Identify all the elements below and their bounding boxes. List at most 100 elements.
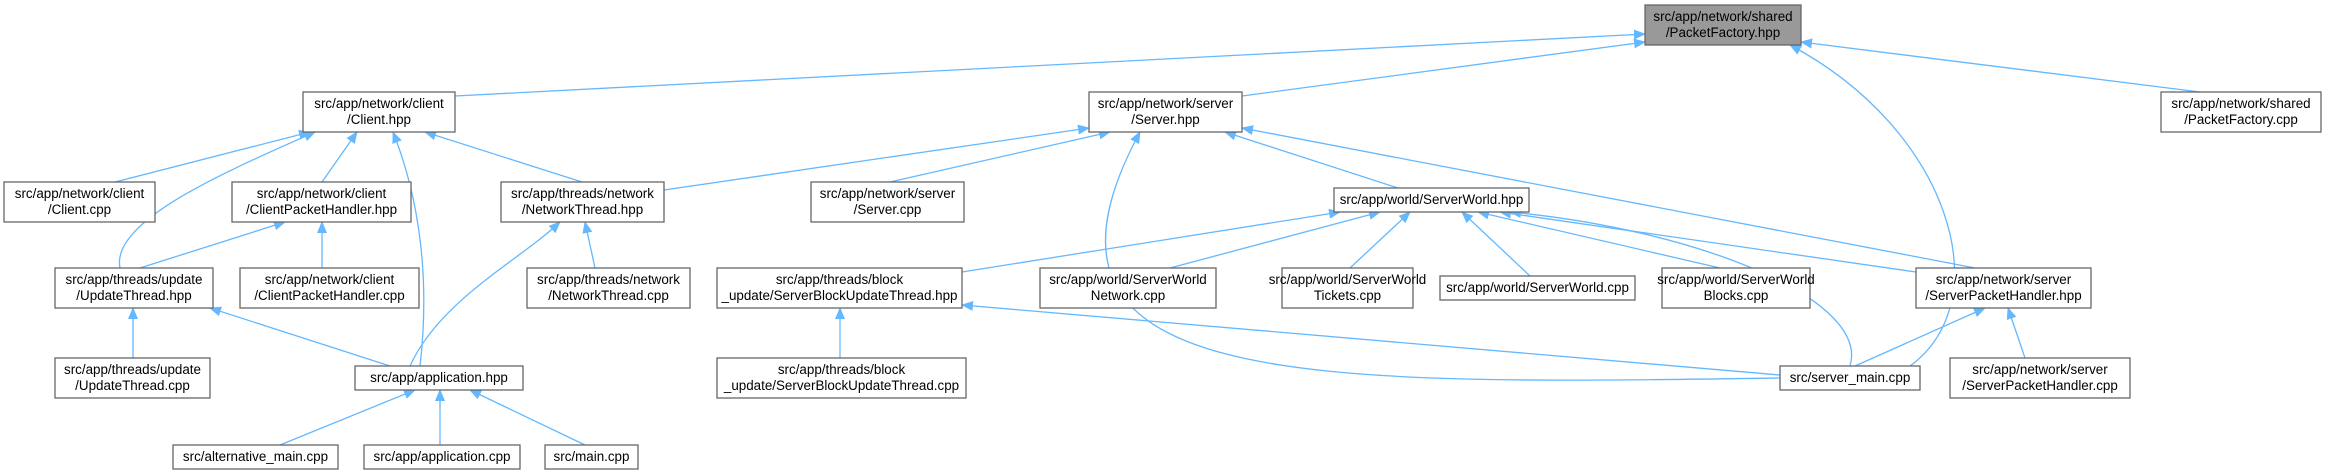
edge-clientpackethandler_hpp-to-client_hpp <box>321 131 358 183</box>
node-label: src/app/application.hpp <box>370 370 508 385</box>
node-label: /ServerPacketHandler.hpp <box>1925 288 2081 303</box>
node-box <box>1949 357 2131 399</box>
edge-alternative_main_cpp-to-application_hpp <box>279 389 416 446</box>
node-networkthread-hpp[interactable]: src/app/threads/network/NetworkThread.hp… <box>500 181 665 223</box>
node-box <box>1088 91 1243 133</box>
node-client-hpp[interactable]: src/app/network/client/Client.hpp <box>302 91 456 133</box>
node-label: src/app/threads/network <box>537 272 680 287</box>
node-label: src/server_main.cpp <box>1790 370 1911 385</box>
node-box <box>526 267 691 309</box>
node-label: /PacketFactory.hpp <box>1666 25 1780 40</box>
node-label: src/app/world/ServerWorld <box>1269 272 1427 287</box>
node-label: src/app/network/server <box>1098 96 1234 111</box>
node-clientpackethandler-cpp[interactable]: src/app/network/client/ClientPacketHandl… <box>239 267 420 309</box>
node-label: /UpdateThread.hpp <box>76 288 191 303</box>
edge-serverpackethandler_cpp-to-serverpackethandler_hpp <box>2006 307 2026 359</box>
node-networkthread-cpp[interactable]: src/app/threads/network/NetworkThread.cp… <box>526 267 691 309</box>
node-clientpackethandler-hpp[interactable]: src/app/network/client/ClientPacketHandl… <box>231 181 412 223</box>
node-label: src/app/threads/block <box>778 362 906 377</box>
node-box <box>172 444 339 470</box>
node-label: /Client.cpp <box>48 202 111 217</box>
node-box <box>354 365 524 391</box>
edge-serverpackethandler_hpp-to-serverworld_hpp <box>1499 208 1917 273</box>
edge-server_main_cpp-to-packetfactory_hpp <box>1789 44 1956 367</box>
node-alternative-main-cpp[interactable]: src/alternative_main.cpp <box>172 444 339 470</box>
node-box <box>1661 267 1811 309</box>
node-box <box>810 181 965 223</box>
node-updatethread-hpp[interactable]: src/app/threads/update/UpdateThread.hpp <box>54 267 214 309</box>
node-box <box>1439 275 1636 301</box>
edge-networkthread_hpp-to-server_hpp <box>663 124 1090 191</box>
node-label: src/app/network/shared <box>2171 96 2310 111</box>
node-client-cpp[interactable]: src/app/network/client/Client.cpp <box>3 181 156 223</box>
edge-serverworld_cpp-to-serverworld_hpp <box>1461 211 1531 277</box>
node-label: /ClientPacketHandler.hpp <box>246 202 397 217</box>
node-box <box>54 267 214 309</box>
node-box <box>3 181 156 223</box>
node-label: src/alternative_main.cpp <box>183 449 328 464</box>
edge-serverblockupdatethread_hpp-to-serverworld_hpp <box>961 208 1341 273</box>
edge-server_hpp-to-packetfactory_hpp <box>1241 38 1646 97</box>
node-label: src/app/threads/network <box>511 186 654 201</box>
node-server-cpp[interactable]: src/app/network/server/Server.cpp <box>810 181 965 223</box>
edge-server_main_cpp-to-serverblockupdatethread_hpp <box>961 300 1781 376</box>
node-label: src/app/threads/update <box>66 272 203 287</box>
node-label: src/main.cpp <box>554 449 630 464</box>
node-label: Network.cpp <box>1091 288 1165 303</box>
node-box <box>1779 365 1921 391</box>
edge-updatethread_hpp-to-client_hpp <box>118 131 316 269</box>
node-label: src/app/threads/block <box>776 272 904 287</box>
node-label: src/app/application.cpp <box>374 449 511 464</box>
node-label: /PacketFactory.cpp <box>2184 112 2298 127</box>
node-label: /NetworkThread.hpp <box>522 202 643 217</box>
node-serverpackethandler-cpp[interactable]: src/app/network/server/ServerPacketHandl… <box>1949 357 2131 399</box>
edge-server_cpp-to-server_hpp <box>889 129 1111 183</box>
node-label: src/app/world/ServerWorld <box>1049 272 1207 287</box>
node-label: /ServerPacketHandler.cpp <box>1962 378 2118 393</box>
node-box <box>2160 91 2322 133</box>
node-packetfactory-hpp[interactable]: src/app/network/shared/PacketFactory.hpp <box>1644 4 1802 46</box>
node-application-hpp[interactable]: src/app/application.hpp <box>354 365 524 391</box>
node-box <box>1039 267 1217 309</box>
edge-serverworldblocks_cpp-to-serverworld_hpp <box>1477 209 1721 269</box>
node-packetfactory-cpp[interactable]: src/app/network/shared/PacketFactory.cpp <box>2160 91 2322 133</box>
node-serverpackethandler-hpp[interactable]: src/app/network/server/ServerPacketHandl… <box>1915 267 2092 309</box>
node-box <box>500 181 665 223</box>
edge-networkthread_hpp-to-client_hpp <box>424 130 583 183</box>
node-label: src/app/world/ServerWorld <box>1657 272 1815 287</box>
node-label: _update/ServerBlockUpdateThread.hpp <box>721 288 958 303</box>
node-serverblockupdatethread-cpp[interactable]: src/app/threads/block_update/ServerBlock… <box>716 357 967 399</box>
node-updatethread-cpp[interactable]: src/app/threads/update/UpdateThread.cpp <box>54 357 211 399</box>
edge-server_main_cpp-to-server_hpp <box>1105 131 1781 381</box>
node-label: src/app/network/shared <box>1653 9 1792 24</box>
node-label: /Server.hpp <box>1131 112 1199 127</box>
node-label: src/app/world/ServerWorld.cpp <box>1446 280 1629 295</box>
node-serverblockupdatethread-hpp[interactable]: src/app/threads/block_update/ServerBlock… <box>716 267 963 309</box>
edge-networkthread_cpp-to-networkthread_hpp <box>582 221 596 269</box>
node-label: src/app/threads/update <box>64 362 201 377</box>
node-server-main-cpp[interactable]: src/server_main.cpp <box>1779 365 1921 391</box>
edge-serverworldtickets_cpp-to-serverworld_hpp <box>1349 211 1411 269</box>
node-serverworld-cpp[interactable]: src/app/world/ServerWorld.cpp <box>1439 275 1636 301</box>
node-box <box>231 181 412 223</box>
node-serverworld-hpp[interactable]: src/app/world/ServerWorld.hpp <box>1333 187 1530 213</box>
node-box <box>716 357 967 399</box>
node-server-hpp[interactable]: src/app/network/server/Server.hpp <box>1088 91 1243 133</box>
edge-client_cpp-to-client_hpp <box>114 129 311 183</box>
edge-serverpackethandler_hpp-to-server_hpp <box>1241 125 1976 269</box>
node-box <box>302 91 456 133</box>
node-label: _update/ServerBlockUpdateThread.cpp <box>723 378 959 393</box>
edge-client_hpp-to-packetfactory_hpp <box>454 29 1646 97</box>
node-box <box>1915 267 2092 309</box>
node-application-cpp[interactable]: src/app/application.cpp <box>363 444 521 470</box>
node-box <box>1333 187 1530 213</box>
node-label: src/app/world/ServerWorld.hpp <box>1340 192 1524 207</box>
node-main-cpp[interactable]: src/main.cpp <box>544 444 639 470</box>
node-box <box>1281 267 1414 309</box>
node-box <box>363 444 521 470</box>
node-box <box>54 357 211 399</box>
